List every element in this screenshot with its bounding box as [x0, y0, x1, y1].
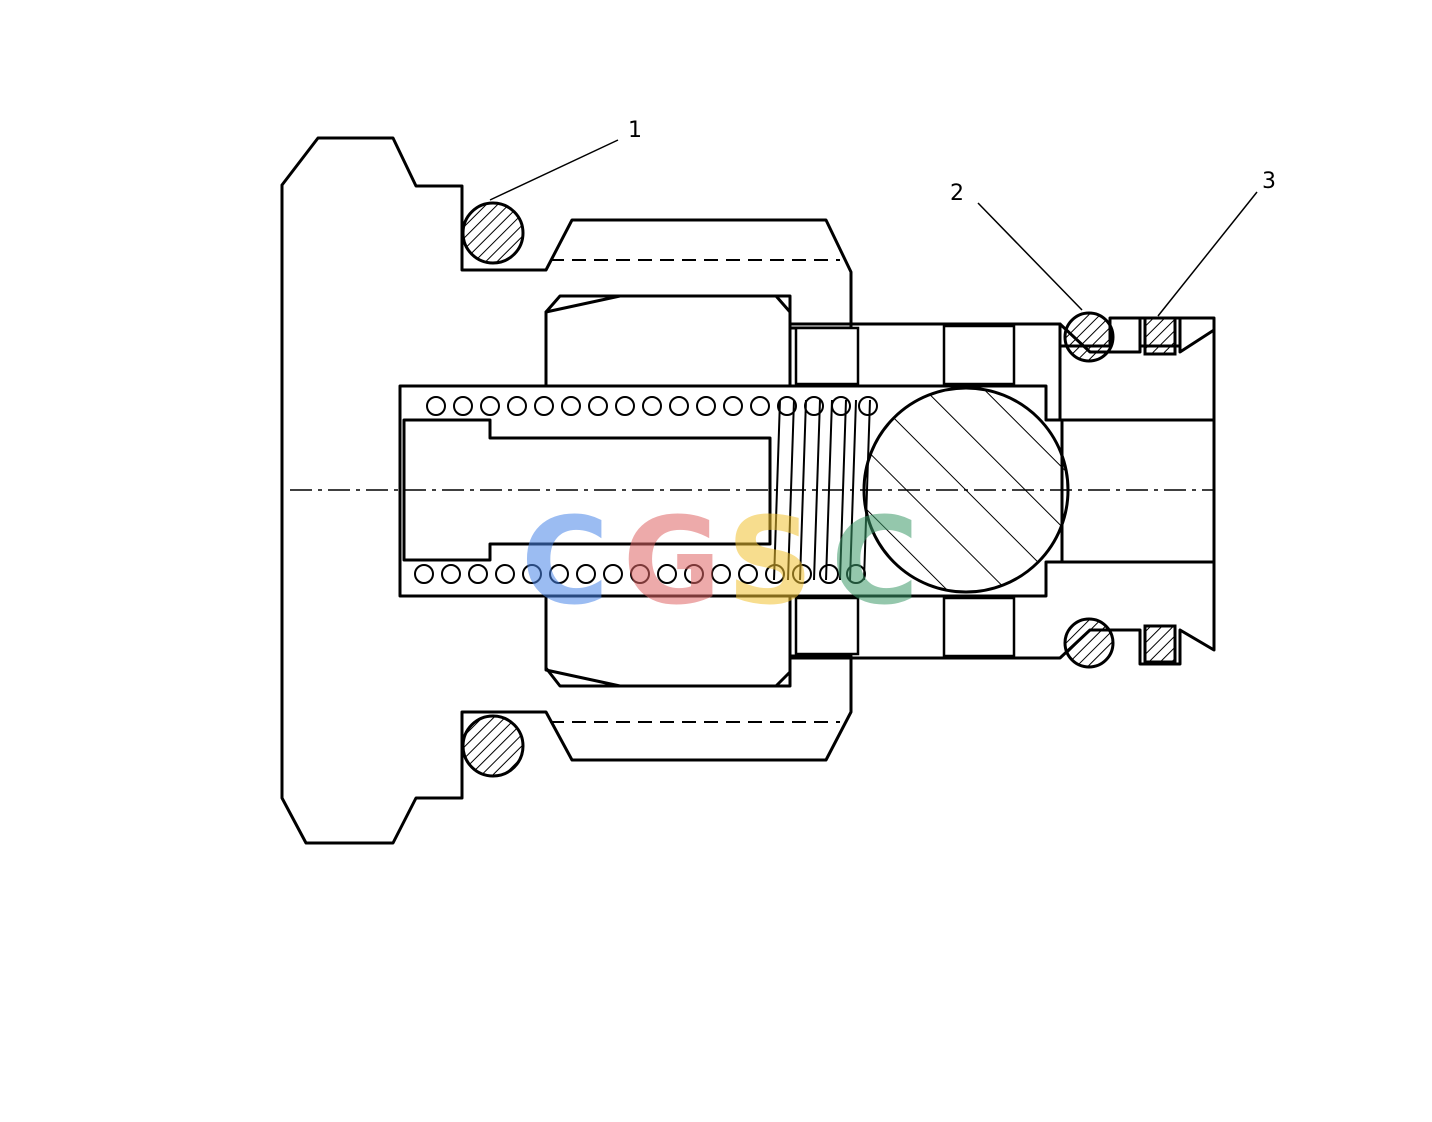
backup-ring-3-bottom — [1143, 624, 1177, 664]
spring-coil — [603, 564, 623, 584]
o-ring-2-bottom — [1063, 617, 1115, 669]
spring-coils-bottom — [414, 564, 866, 584]
radial-port-bottom-left — [794, 596, 860, 656]
watermark-letter: S — [727, 493, 813, 632]
spring-coil — [561, 396, 581, 416]
backup-ring-3-top — [1143, 316, 1177, 356]
spring-coil — [711, 564, 731, 584]
spring-coil — [588, 396, 608, 416]
spring-coil — [630, 564, 650, 584]
valve-housing-lower — [788, 560, 1216, 666]
spring-coil — [414, 564, 434, 584]
leader-line-2 — [977, 202, 1083, 311]
spring-guide-core — [402, 418, 772, 562]
radial-port-top-left — [794, 326, 860, 386]
spring-coil — [480, 396, 500, 416]
spring-coil — [858, 396, 878, 416]
spring-coil — [522, 564, 542, 584]
spring-coil — [507, 396, 527, 416]
leader-line-3 — [1157, 191, 1258, 317]
spring-coil — [819, 564, 839, 584]
spring-coil — [468, 564, 488, 584]
spring-coil — [696, 396, 716, 416]
spring-coil — [723, 396, 743, 416]
spring-coil — [615, 396, 635, 416]
spring-coil — [669, 396, 689, 416]
spring-coil — [750, 396, 770, 416]
radial-port-top-right — [942, 324, 1016, 386]
spring-coil — [684, 564, 704, 584]
spring-coil — [453, 396, 473, 416]
spring-coil — [495, 564, 515, 584]
radial-port-bottom-right — [942, 596, 1016, 658]
spring-coil — [642, 396, 662, 416]
spring-coil — [792, 564, 812, 584]
leader-line-1 — [489, 139, 619, 201]
o-ring-2-top — [1063, 311, 1115, 363]
spring-coil — [576, 564, 596, 584]
watermark-letter: C — [831, 493, 919, 632]
spring-coil — [549, 564, 569, 584]
watermark-letter: G — [623, 493, 722, 632]
spring-coils-top — [426, 396, 878, 416]
spring-coil — [441, 564, 461, 584]
o-ring-1-bottom — [461, 714, 525, 778]
spring-seat — [544, 294, 792, 388]
spring-coil — [534, 396, 554, 416]
callout-3: 3 — [1262, 169, 1276, 194]
callout-2: 2 — [950, 181, 964, 206]
spring-coil — [777, 396, 797, 416]
spring-coil — [426, 396, 446, 416]
flow-bore — [1060, 418, 1216, 564]
spring-coil — [738, 564, 758, 584]
o-ring-1-top — [461, 201, 525, 265]
spring-coil — [831, 396, 851, 416]
spring-coil — [657, 564, 677, 584]
callout-1: 1 — [628, 118, 642, 143]
watermark-letter: C — [521, 493, 609, 632]
